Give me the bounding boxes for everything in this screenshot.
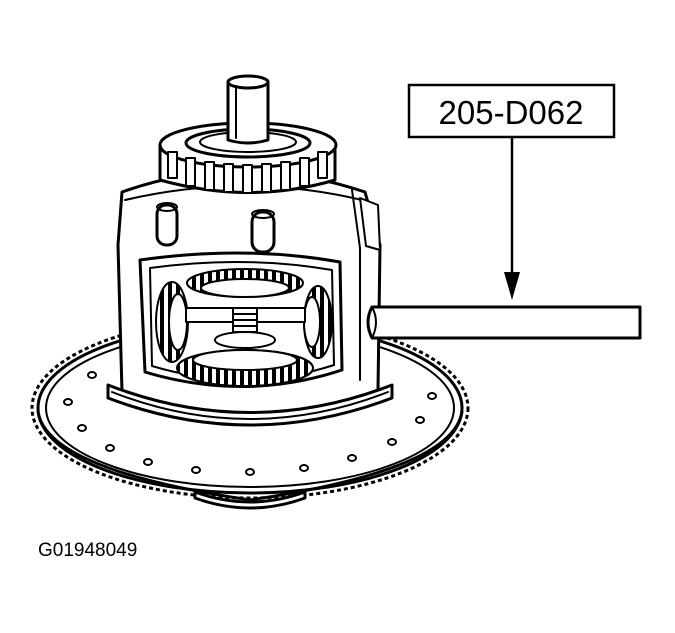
figure-id: G01948049 <box>38 540 137 561</box>
pinion-gear-right <box>303 285 333 359</box>
side-gear-upper <box>186 268 304 298</box>
callout-leader-arrow <box>504 138 520 300</box>
bearing-rollers <box>167 151 328 194</box>
gear-window <box>138 251 344 388</box>
center-bolt <box>214 307 276 349</box>
tool-number-callout: 205-D062 <box>407 83 616 139</box>
side-gear-lower <box>176 349 314 387</box>
side-bearing <box>158 121 338 194</box>
axle-stub-shaft <box>226 74 270 145</box>
tool-number-label: 205-D062 <box>439 94 584 131</box>
pinion-gear-left <box>155 281 189 363</box>
special-tool-rod <box>366 305 642 340</box>
case-pins <box>155 202 276 254</box>
ring-gear-bolt-holes <box>63 371 437 476</box>
